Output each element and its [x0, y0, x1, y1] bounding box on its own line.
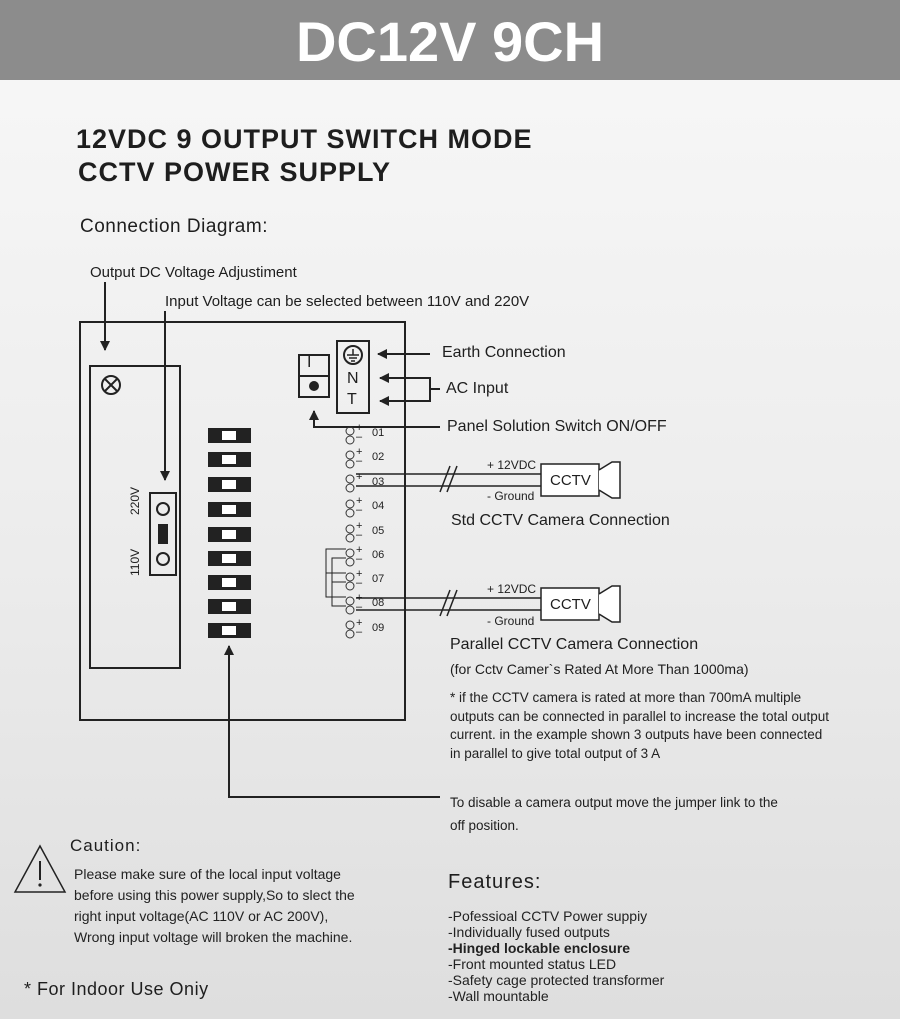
caution-text: Please make sure of the local input volt…: [74, 864, 355, 948]
std-cctv-caption: Std CCTV Camera Connection: [451, 512, 670, 529]
terminal-number-05: 05: [372, 525, 385, 537]
title-line-2: CCTV POWER SUPPLY: [78, 157, 392, 187]
switch-on-mark: I: [307, 354, 312, 371]
voltage-selector-switch: [149, 492, 177, 576]
std-camera-wiring: [356, 461, 621, 499]
ac-input-label: AC Input: [446, 380, 509, 397]
terminal-polarity-mark: +–: [356, 544, 363, 565]
arrow-ac-n: [379, 373, 440, 390]
terminal-number-04: 04: [372, 500, 385, 512]
cctv-parallel-lens-icon: [598, 585, 621, 623]
parallel-cctv-label: CCTV: [550, 596, 591, 613]
caution-title: Caution:: [70, 836, 142, 855]
terminal-polarity-mark: +–: [356, 568, 363, 589]
terminal-polarity-mark: +–: [356, 422, 363, 443]
enclosure-outline: [79, 321, 406, 721]
output-terminals: [345, 426, 355, 639]
terminal-polarity-mark: +–: [356, 617, 363, 638]
parallel-plus-12vdc-label: + 12VDC: [487, 582, 537, 596]
arrow-panel-switch: [309, 410, 440, 428]
parallel-cctv-caption: Parallel CCTV Camera Connection: [450, 636, 699, 653]
earth-icon: [343, 345, 363, 365]
features-list: -Pofessioal CCTV Power suppiy -Individua…: [448, 908, 664, 1004]
std-plus-12vdc-label: + 12VDC: [487, 458, 537, 472]
std-cctv-label: CCTV: [550, 472, 591, 489]
terminal-polarity-mark: +–: [356, 495, 363, 516]
arrow-jumper: [224, 645, 440, 798]
features-title: Features:: [448, 871, 542, 893]
parallel-note: * if the CCTV camera is rated at more th…: [450, 689, 829, 763]
cctv-std-lens-icon: [598, 461, 621, 499]
terminal-polarity-mark: +–: [356, 592, 363, 613]
output-adjust-label: Output DC Voltage Adjustiment: [90, 264, 297, 281]
note-line: * if the CCTV camera is rated at more th…: [450, 690, 802, 705]
note-line: outputs can be connected in parallel to …: [450, 708, 830, 724]
caution-line: right input voltage(AC 110V or AC 200V),: [74, 908, 329, 924]
terminal-number-03: 03: [372, 476, 385, 488]
warning-icon: [13, 844, 67, 893]
selector-220v-label: 220V: [128, 486, 142, 515]
banner-title: DC12V 9CH: [0, 0, 900, 80]
indoor-use-note: * For Indoor Use Oniy: [24, 979, 209, 999]
feature-item: -Hinged lockable enclosure: [448, 940, 631, 956]
jumper-links: [208, 428, 251, 638]
title-line-1: 12VDC 9 OUTPUT SWITCH MODE: [76, 124, 533, 154]
terminal-number-02: 02: [372, 451, 385, 463]
parallel-ground-label: - Ground: [487, 614, 535, 628]
note-line: in parallel to give total output of 3 A: [450, 745, 661, 761]
feature-item: -Pofessioal CCTV Power suppiy: [448, 908, 648, 924]
earth-connection-label: Earth Connection: [442, 344, 566, 361]
feature-item: -Safety cage protected transformer: [448, 972, 665, 988]
caution-line: Wrong input voltage will broken the mach…: [74, 929, 353, 945]
feature-item: -Wall mountable: [448, 988, 549, 1004]
terminal-number-01: 01: [372, 427, 385, 439]
parallel-camera-wiring: [356, 585, 621, 623]
panel-switch-label: Panel Solution Switch ON/OFF: [447, 418, 667, 435]
caution-line: before using this power supply,So to sle…: [74, 887, 355, 903]
terminal-polarity-mark: +–: [356, 520, 363, 541]
caution-line: Please make sure of the local input volt…: [74, 866, 341, 882]
feature-item: -Front mounted status LED: [448, 956, 617, 972]
input-voltage-label: Input Voltage can be selected between 11…: [165, 293, 530, 310]
connection-diagram-heading: Connection Diagram:: [80, 216, 268, 237]
terminal-polarity-mark: +–: [356, 471, 363, 492]
pcb-board: [89, 365, 181, 669]
note-line: current. in the example shown 3 outputs …: [450, 727, 823, 742]
terminal-polarity-mark: +–: [356, 446, 363, 467]
terminal-t-label: T: [347, 391, 357, 408]
terminal-number-08: 08: [372, 597, 385, 609]
adjust-pot-icon: [101, 375, 121, 395]
std-ground-label: - Ground: [487, 489, 535, 503]
parallel-cctv-subcaption: (for Cctv Camer`s Rated At More Than 100…: [450, 661, 749, 677]
selector-110v-label: 110V: [128, 548, 142, 576]
terminal-n-label: N: [347, 370, 359, 387]
ac-terminal-block: [336, 340, 370, 414]
cctv-std-box: [540, 463, 600, 497]
jumper-note-line-1: To disable a camera output move the jump…: [450, 795, 778, 810]
feature-item: -Individually fused outputs: [448, 924, 610, 940]
jumper-note-line-2: off position.: [450, 818, 519, 833]
terminal-number-09: 09: [372, 622, 385, 634]
parallel-bridge: [325, 548, 346, 607]
terminal-number-06: 06: [372, 549, 385, 561]
terminal-number-07: 07: [372, 573, 385, 585]
